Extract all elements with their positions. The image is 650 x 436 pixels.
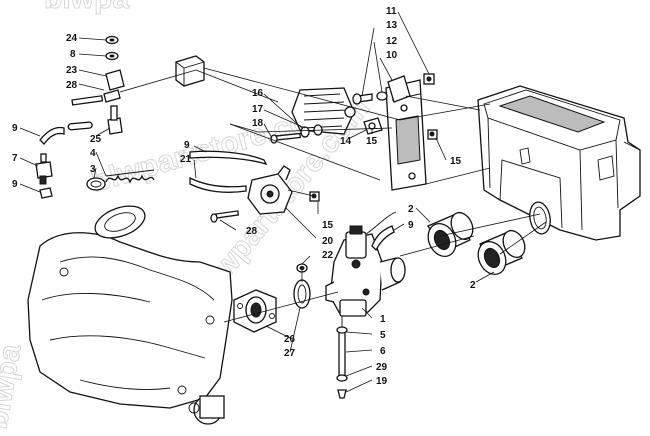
hose-9-upper — [39, 126, 65, 145]
callout-1: 1 — [380, 314, 386, 325]
callout-28-lower: 28 — [246, 226, 258, 237]
pin-28 — [71, 89, 121, 106]
callout-8: 8 — [70, 49, 76, 60]
callout-13: 13 — [386, 20, 398, 31]
callout-27: 27 — [284, 348, 296, 359]
callout-10: 10 — [386, 50, 398, 61]
callout-2-lower: 2 — [470, 280, 476, 291]
callout-9-upper: 9 — [12, 123, 18, 134]
callout-2-upper: 2 — [408, 204, 414, 215]
callout-24: 24 — [66, 33, 78, 44]
oil-pump — [291, 87, 356, 135]
assembly-lines — [119, 67, 547, 282]
callout-20: 20 — [322, 236, 334, 247]
callout-15-lower: 15 — [322, 220, 334, 231]
spring-4 — [105, 169, 155, 184]
drain-tube — [336, 316, 348, 399]
washer-24 — [105, 35, 119, 45]
watermark-text-top: blwpa — [44, 0, 129, 15]
callout-5: 5 — [380, 330, 386, 341]
leader-lines — [19, 11, 495, 393]
callout-28-upper: 28 — [66, 80, 78, 91]
fuel-line-pump — [189, 150, 268, 193]
callout-labels: 24 8 23 28 9 25 7 4 3 9 11 13 12 10 16 1… — [12, 6, 476, 387]
watermark-text-left: blwpa — [0, 341, 28, 431]
screw-13 — [352, 93, 373, 105]
solenoid-block — [175, 55, 205, 87]
callout-11: 11 — [386, 6, 397, 17]
flange-bolt-line — [223, 291, 339, 323]
fuel-filter-7 — [35, 153, 53, 185]
washer-17 — [300, 126, 310, 138]
air-silencer-box — [477, 85, 641, 241]
carburetor — [325, 211, 406, 317]
nut-15-lower — [309, 191, 320, 202]
callout-21: 21 — [180, 154, 192, 165]
bracket-23 — [105, 69, 125, 91]
callout-18: 18 — [252, 118, 264, 129]
callout-6: 6 — [380, 346, 386, 357]
callout-3: 3 — [90, 164, 96, 175]
engine-crankcase — [27, 205, 233, 425]
callout-9-carb: 9 — [408, 220, 414, 231]
callout-16: 16 — [252, 88, 264, 99]
callout-15-right: 15 — [450, 156, 462, 167]
callout-7: 7 — [12, 153, 18, 164]
hose-9-carb — [371, 225, 395, 252]
callout-29: 29 — [376, 362, 388, 373]
callout-14: 14 — [340, 136, 352, 147]
hose-9-lower — [39, 187, 53, 199]
washer-12 — [376, 91, 388, 101]
intake-boot-upper — [427, 211, 474, 258]
intake-boot-lower — [477, 229, 526, 276]
callout-19: 19 — [376, 376, 388, 387]
washer-8 — [105, 51, 119, 61]
callout-17: 17 — [252, 104, 264, 115]
callout-26: 26 — [284, 334, 296, 345]
fitting-14 — [363, 117, 383, 135]
bolt-28 — [210, 210, 240, 223]
callout-4: 4 — [90, 148, 96, 159]
callout-12: 12 — [386, 36, 398, 47]
carb-clamp — [293, 279, 311, 309]
nut-15 — [427, 129, 438, 140]
callout-25: 25 — [90, 134, 102, 145]
callout-22: 22 — [322, 250, 334, 261]
callout-23: 23 — [66, 65, 78, 76]
valve-25 — [107, 105, 123, 135]
bracket-10 — [387, 75, 411, 103]
callout-9-lower: 9 — [12, 179, 18, 190]
rod-25 — [67, 121, 93, 131]
clip-3 — [86, 177, 106, 191]
bolt-11-nut — [423, 73, 435, 85]
callout-15-upper: 15 — [366, 136, 378, 147]
carb-flange — [233, 289, 277, 333]
bracket-plate — [385, 79, 427, 191]
fuel-pump — [247, 165, 293, 215]
callout-9-pump: 9 — [184, 140, 190, 151]
